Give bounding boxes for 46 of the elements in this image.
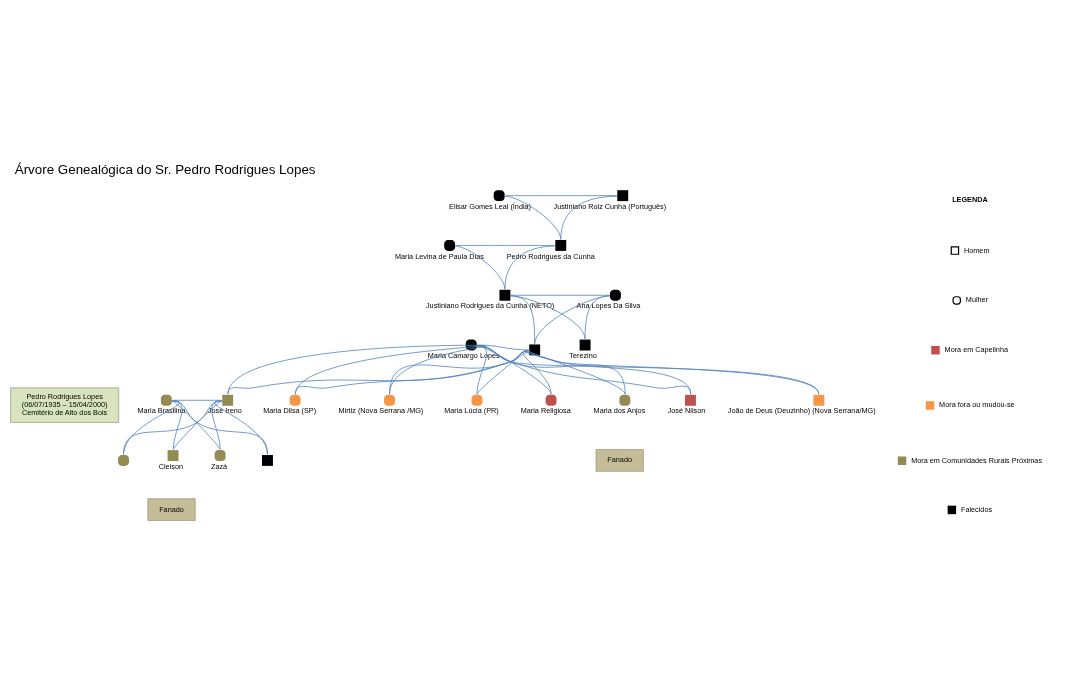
connector <box>123 400 181 455</box>
node-circle <box>545 394 557 406</box>
connector <box>227 349 530 395</box>
node-circle <box>444 239 456 251</box>
node-box <box>813 394 825 406</box>
connector <box>584 294 611 339</box>
connector <box>123 400 223 455</box>
node-circle <box>289 394 301 406</box>
connector <box>214 400 268 455</box>
connector <box>525 349 820 395</box>
node-box <box>617 189 629 201</box>
connector <box>295 349 530 395</box>
node-circle <box>493 189 505 201</box>
connector <box>528 349 626 395</box>
connector <box>171 400 268 455</box>
node-box <box>685 394 696 406</box>
connector <box>504 245 556 290</box>
node-circle <box>118 454 129 466</box>
node-circle <box>619 394 631 406</box>
connector <box>522 349 552 395</box>
connector <box>525 349 692 395</box>
node-box <box>499 289 511 301</box>
connector <box>389 344 487 395</box>
node-circle <box>214 449 226 461</box>
node-circle <box>471 394 483 406</box>
connector <box>389 349 530 395</box>
node-box <box>555 239 567 251</box>
node-circle <box>160 394 172 406</box>
node-circle <box>465 339 477 350</box>
node-circle <box>384 394 395 406</box>
node-box <box>579 339 591 350</box>
node-box <box>167 449 179 461</box>
connector <box>171 400 183 450</box>
node-box <box>262 454 273 466</box>
diagram-title: Árvore Genealógica do Sr. Pedro Rodrigues Lopes <box>14 161 316 177</box>
connector <box>455 244 556 246</box>
connector <box>476 349 530 395</box>
node-box <box>222 394 234 406</box>
connector <box>227 344 485 395</box>
node-box <box>529 343 541 355</box>
connector <box>211 400 223 450</box>
node-circle <box>610 289 621 301</box>
connector <box>560 195 618 240</box>
connector <box>477 344 529 350</box>
connector <box>505 194 618 196</box>
connector <box>534 294 611 344</box>
